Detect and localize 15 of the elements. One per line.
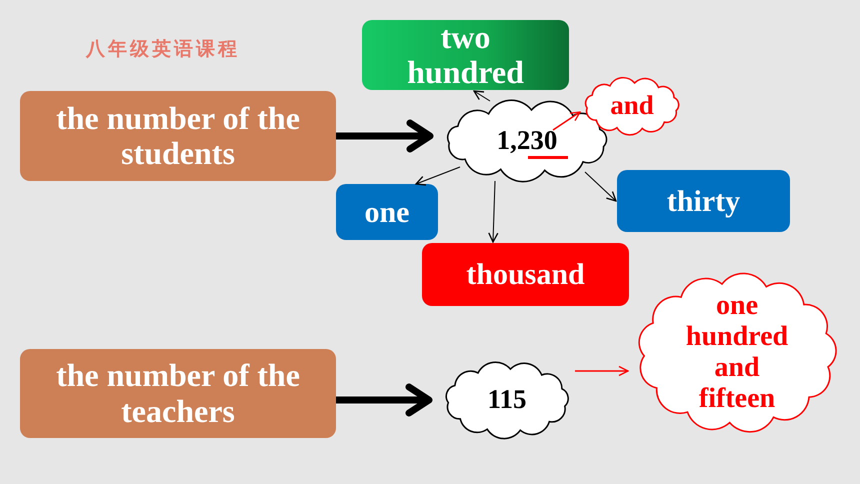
word-box: one xyxy=(336,184,438,240)
word-box: thirty xyxy=(617,170,790,232)
arrow xyxy=(336,120,434,152)
arrow xyxy=(473,90,490,102)
word-box: thousand xyxy=(422,243,629,306)
word-box: two hundred xyxy=(362,20,569,90)
arrow xyxy=(415,166,460,186)
arrow xyxy=(584,172,617,202)
label-box: the number of the teachers xyxy=(20,349,336,438)
arrow xyxy=(575,366,629,376)
arrow xyxy=(552,111,581,131)
arrow xyxy=(488,180,498,243)
label-box: the number of the students xyxy=(20,91,336,181)
arrow xyxy=(336,384,432,416)
heading: 八年级英语课程 xyxy=(86,37,240,62)
